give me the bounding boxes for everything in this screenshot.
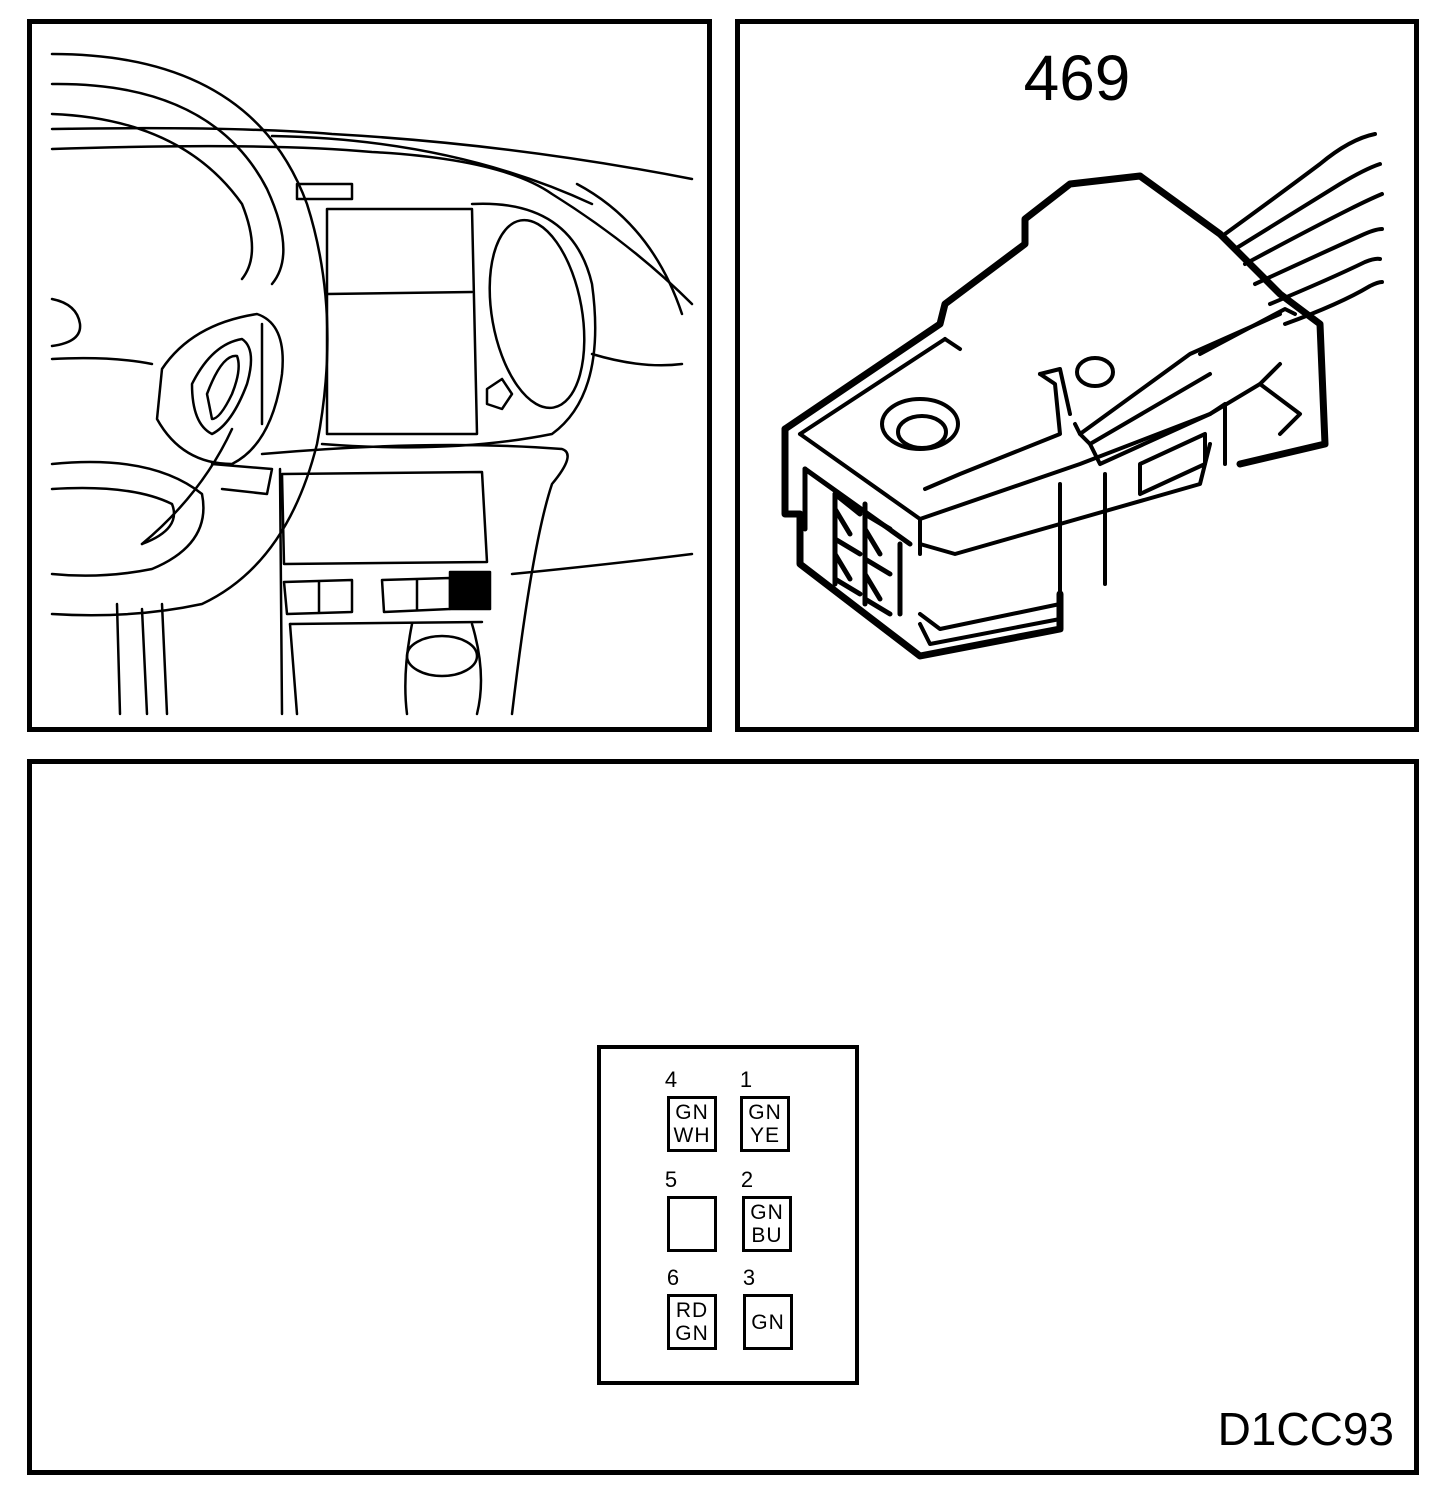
pin-4-cavity: GN WH — [667, 1096, 717, 1152]
connector-number: 469 — [1023, 42, 1131, 114]
wire-color-label: YE — [749, 1124, 780, 1147]
wire-color-label: RD — [675, 1299, 709, 1322]
pin-number: 4 — [664, 1067, 678, 1092]
pin-1-cavity: GN YE — [740, 1096, 790, 1152]
pin-5-cavity — [667, 1196, 717, 1252]
pin-number: 5 — [664, 1167, 678, 1192]
connector-face-pinout: 4 GN WH 1 GN YE 5 2 GN BU 6 RD GN 3 GN — [597, 1045, 859, 1385]
wire-color-label: GN — [750, 1201, 784, 1224]
pin-6-cavity: RD GN — [667, 1294, 717, 1350]
dashboard-location-panel — [27, 19, 712, 732]
wire-color-label: WH — [673, 1124, 711, 1147]
pin-2-cavity: GN BU — [742, 1196, 792, 1252]
wire-color-label: GN — [751, 1310, 785, 1334]
connector-view-panel: 469 — [735, 19, 1419, 732]
connector-illustration — [781, 132, 1384, 660]
pinout-panel: 4 GN WH 1 GN YE 5 2 GN BU 6 RD GN 3 GN D… — [27, 759, 1419, 1475]
wire-color-label: GN — [675, 1322, 709, 1345]
pin-number: 1 — [739, 1067, 753, 1092]
pin-3-cavity: GN — [743, 1294, 793, 1350]
diagram-code: D1CC93 — [1217, 1403, 1394, 1455]
pin-number: 6 — [666, 1265, 680, 1290]
pin-number: 3 — [742, 1265, 756, 1290]
wire-color-label: BU — [751, 1224, 783, 1247]
dashboard-illustration — [50, 52, 694, 716]
wire-color-label: GN — [675, 1101, 709, 1124]
wire-color-label: GN — [748, 1101, 782, 1124]
pin-number: 2 — [740, 1167, 754, 1192]
